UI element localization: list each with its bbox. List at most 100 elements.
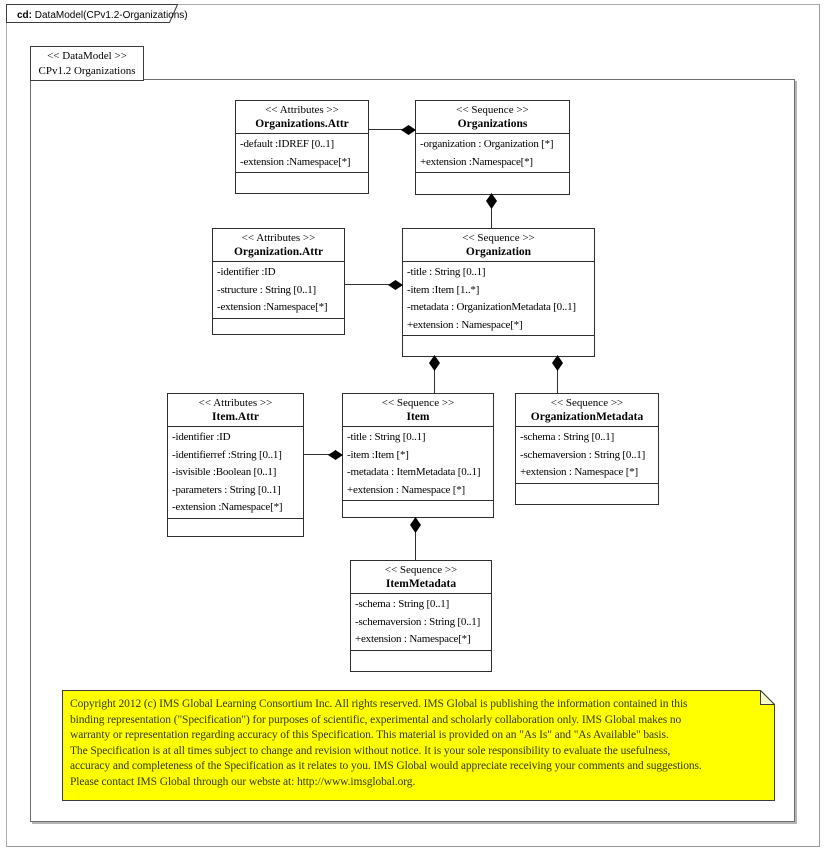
class-name: Item.Attr [212,411,259,423]
class-attributes: -identifier :ID -structure : String [0..… [213,261,344,318]
uml-attribute: -default :IDREF [0..1] [240,138,334,150]
page-tab-label: cd: DataModel(CPv1.2-Organizations) [17,10,188,21]
uml-attribute: -extension :Namespace[*] [240,155,351,168]
note-line: warranty or representation regarding acc… [70,729,669,741]
uml-attribute: -isvisible :Boolean [0..1] [172,466,277,478]
class-stereotype: << Attributes >> [198,397,273,409]
composition-diamond-icon [328,450,343,460]
class-name: Organizations.Attr [255,118,349,130]
composition-diamond-icon [552,355,563,371]
page-tab-shape [6,4,179,23]
class-operations-empty [343,500,493,517]
page-tab: cd: DataModel(CPv1.2-Organizations) [6,4,188,23]
class-attributes: -schema : String [0..1] -schemaversion :… [351,593,491,650]
note-text: Copyright 2012 (c) IMS Global Learning C… [70,697,768,790]
class-stereotype: << Sequence >> [462,232,535,244]
uml-class-organization: << Sequence >> Organization -title : Str… [402,228,595,357]
class-stereotype: << Sequence >> [550,397,624,409]
uml-attribute: -item :Item [1..*] [407,283,480,296]
connector-line [557,369,558,393]
uml-attribute: -identifier :ID [172,431,231,443]
uml-attribute: -title : String [0..1] [407,266,486,278]
frame-label: << DataModel >> CPv1.2 Organizations [30,46,144,81]
frame-name: CPv1.2 Organizations [38,65,136,77]
class-name: Organization.Attr [233,246,324,258]
connector-line [343,284,389,285]
page-tab-title: DataModel(CPv1.2-Organizations) [32,10,188,21]
uml-class-organizations-attr: << Attributes >> Organizations.Attr -def… [235,100,369,194]
frame-stereotype: << DataModel >> [47,50,127,62]
composition-diamond-icon [486,193,497,209]
composition-diamond-icon [401,125,416,135]
composition-diamond-icon [429,355,440,371]
class-operations-empty [236,172,368,193]
uml-attribute: -extension :Namespace[*] [217,301,328,313]
note-line: The Specification is at all times subjec… [70,744,671,757]
connector-line [415,531,416,560]
class-name: Item [406,411,430,423]
class-stereotype: << Sequence >> [456,104,529,116]
class-header: << Attributes >> Organizations.Attr [236,101,368,133]
uml-attribute: +extension : Namespace[*] [355,633,471,645]
connector-line [434,369,435,393]
class-attributes: -default :IDREF [0..1] -extension :Names… [236,133,368,172]
uml-attribute: -metadata : ItemMetadata [0..1] [347,466,481,478]
uml-attribute: -identifierref :String [0..1] [172,448,282,461]
class-header: << Sequence >> ItemMetadata [351,561,491,593]
uml-attribute: -metadata : OrganizationMetadata [0..1] [407,301,576,313]
composition-diamond-icon [410,517,421,533]
class-attributes: -title : String [0..1] -item :Item [1..*… [403,261,594,335]
class-attributes: -identifier :ID -identifierref :String [… [168,426,303,518]
class-attributes: -schema : String [0..1] -schemaversion :… [516,426,658,483]
uml-class-item-attr: << Attributes >> Item.Attr -identifier :… [167,393,304,537]
uml-attribute: -identifier :ID [217,266,276,278]
uml-class-item-metadata: << Sequence >> ItemMetadata -schema : St… [350,560,492,672]
note-shape [62,690,775,801]
uml-class-item: << Sequence >> Item -title : String [0..… [342,393,494,518]
uml-attribute: -organization : Organization [*] [420,138,554,150]
uml-attribute: -schema : String [0..1] [520,431,615,443]
uml-attribute: -extension :Namespace[*] [172,501,283,513]
page-tab-prefix: cd: [17,10,32,21]
class-name: Organizations [457,118,528,130]
uml-class-organization-attr: << Attributes >> Organization.Attr -iden… [212,228,345,335]
class-operations-empty [351,649,491,672]
note-line: accuracy and completeness of the Specifi… [70,760,702,772]
uml-class-organizations: << Sequence >> Organizations -organizati… [415,100,570,195]
uml-attribute: +extension : Namespace[*] [407,318,523,331]
connector-line [302,454,330,455]
class-header: << Attributes >> Organization.Attr [213,229,344,261]
copyright-note: Copyright 2012 (c) IMS Global Learning C… [62,690,775,801]
uml-attribute: -parameters : String [0..1] [172,483,281,496]
uml-attribute: +extension : Namespace [*] [347,483,465,496]
connector-line [491,207,492,228]
class-stereotype: << Attributes >> [265,104,339,116]
document-border [6,4,820,847]
uml-attribute: -item :Item [*] [347,448,409,461]
class-name: Organization [465,246,532,258]
class-operations-empty [516,482,658,505]
class-operations-empty [213,317,344,335]
class-operations-empty [416,172,569,194]
class-header: << Sequence >> Organization [403,229,594,261]
class-name: ItemMetadata [385,578,457,590]
class-header: << Sequence >> Item [343,394,493,426]
note-line: binding representation ("Specification")… [70,713,682,726]
class-attributes: -organization : Organization [*] +extens… [416,133,569,172]
uml-attribute: -schemaversion : String [0..1] [355,615,481,628]
uml-attribute: -structure : String [0..1] [217,283,316,296]
class-stereotype: << Sequence >> [384,564,458,576]
class-operations-empty [403,335,594,356]
class-header: << Sequence >> Organizations [416,101,569,133]
uml-attribute: -schema : String [0..1] [355,598,450,610]
class-attributes: -title : String [0..1] -item :Item [*] -… [343,426,493,500]
connector-line [367,129,403,130]
uml-attribute: -title : String [0..1] [347,431,426,443]
class-stereotype: << Sequence >> [381,397,455,409]
uml-class-organization-metadata: << Sequence >> OrganizationMetadata -sch… [515,393,659,505]
class-operations-empty [168,517,303,537]
uml-attribute: +extension : Namespace [*] [520,466,638,478]
class-header: << Attributes >> Item.Attr [168,394,303,426]
class-name: OrganizationMetadata [530,411,644,423]
